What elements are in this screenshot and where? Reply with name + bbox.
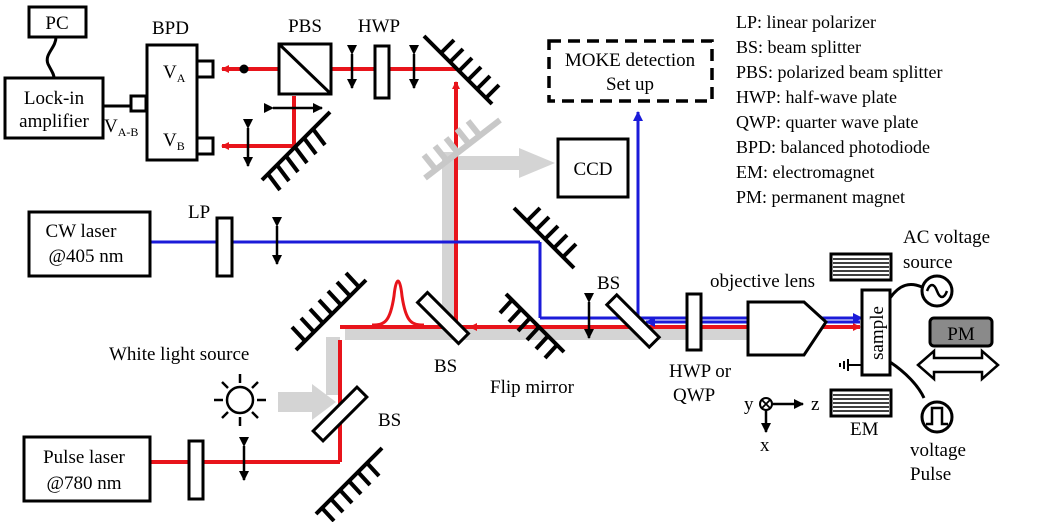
voltage-pulse-icon xyxy=(920,400,954,434)
legend-item: HWP: half-wave plate xyxy=(736,87,897,107)
ground-icon xyxy=(839,359,862,371)
va-label: VA xyxy=(163,62,186,85)
bpd-port-a xyxy=(195,59,215,79)
vb-label: VB xyxy=(163,130,185,153)
lockin-box xyxy=(3,76,105,140)
electromagnet-top xyxy=(829,252,893,282)
cw-laser-line2: @405 nm xyxy=(48,246,123,267)
axis-y-label: y xyxy=(744,394,754,415)
mirror-pulse xyxy=(314,446,384,522)
flip-mirror xyxy=(498,292,566,360)
pulse-profile xyxy=(371,279,425,327)
ac-voltage-label-line2: source xyxy=(903,252,953,273)
bpd-output-port xyxy=(129,94,148,113)
objective-lens xyxy=(746,300,828,357)
legend-item: PBS: polarized beam splitter xyxy=(736,62,942,82)
axis-z-label: z xyxy=(811,394,819,415)
ac-source-icon xyxy=(920,274,954,308)
electromagnet-bottom xyxy=(829,388,893,418)
legend-item: EM: electromagnet xyxy=(736,162,874,182)
ghost-mirror xyxy=(421,117,502,181)
mirror-cw xyxy=(512,206,578,270)
em-label: EM xyxy=(850,419,879,440)
hwp-top-plate xyxy=(373,44,391,100)
white-light-label: White light source xyxy=(109,344,249,365)
axis-x-label: x xyxy=(760,435,770,456)
bpd-port-b xyxy=(195,136,215,156)
lockin-label-line1: Lock-in xyxy=(24,88,85,109)
vab-label: VA-B xyxy=(104,116,138,139)
moke-label-line1: MOKE detection xyxy=(565,50,696,71)
hwp-qwp-label-line2: QWP xyxy=(673,385,715,406)
voltage-label-line2: Pulse xyxy=(910,464,951,485)
pulse-laser-line1: Pulse laser xyxy=(43,447,125,468)
beam-splitter-white xyxy=(311,385,369,443)
hwp-qwp-plate xyxy=(685,292,703,352)
ccd-box xyxy=(556,137,630,199)
mirror-pbs-lower xyxy=(260,110,332,192)
beam-splitter-main xyxy=(415,290,471,346)
bs-bottom-label: BS xyxy=(378,410,401,431)
bpd-label: BPD xyxy=(152,18,189,39)
lp-label: LP xyxy=(188,202,210,223)
pc-label: PC xyxy=(45,13,68,34)
sample-label: sample xyxy=(867,306,888,360)
legend-item: QWP: quarter wave plate xyxy=(736,112,918,132)
pbs-label: PBS xyxy=(288,16,322,37)
legend-item: LP: linear polarizer xyxy=(736,12,876,32)
objective-lens-label: objective lens xyxy=(710,271,815,292)
beam-splitter-right xyxy=(604,292,662,350)
rotation-arrows xyxy=(239,45,594,481)
mirror-white-light xyxy=(290,271,368,352)
hwp-qwp-label-line1: HWP or xyxy=(669,361,732,382)
bs-main-label: BS xyxy=(434,356,457,377)
beam-dot xyxy=(239,64,249,74)
mirror-top-right xyxy=(422,34,501,106)
moke-detection-box xyxy=(547,39,714,103)
white-light-source-icon xyxy=(214,374,266,426)
pulse-laser-line2: @780 nm xyxy=(46,473,121,494)
permanent-magnet xyxy=(928,316,994,348)
coordinate-axes: y z x xyxy=(744,394,819,456)
bs-right-label: BS xyxy=(597,273,620,294)
pm-movement-arrow xyxy=(916,348,1000,382)
pulse-polarizer-plate xyxy=(187,439,205,501)
lockin-label-line2: amplifier xyxy=(19,111,89,132)
bpd-box xyxy=(145,43,199,162)
moke-label-line2: Set up xyxy=(606,74,654,95)
pulse-cable xyxy=(889,360,926,399)
lp-plate xyxy=(215,216,234,278)
legend: LP: linear polarizer BS: beam splitter P… xyxy=(736,12,942,207)
legend-item: BS: beam splitter xyxy=(736,37,861,57)
ac-cable xyxy=(888,283,923,299)
ac-voltage-label-line1: AC voltage xyxy=(903,227,990,248)
pc-cable xyxy=(45,36,58,79)
ccd-label: CCD xyxy=(573,159,612,180)
pbs-cube xyxy=(277,42,333,96)
flip-mirror-label: Flip mirror xyxy=(490,377,575,398)
cw-laser-box xyxy=(27,210,152,278)
pulse-laser-box xyxy=(22,435,152,503)
sample-box xyxy=(860,288,892,377)
legend-item: PM: permanent magnet xyxy=(736,187,905,207)
cw-laser-line1: CW laser xyxy=(46,221,118,242)
voltage-label-line1: voltage xyxy=(910,440,966,461)
hwp-top-label: HWP xyxy=(358,16,400,37)
pm-label: PM xyxy=(947,324,975,345)
legend-item: BPD: balanced photodiode xyxy=(736,137,930,157)
